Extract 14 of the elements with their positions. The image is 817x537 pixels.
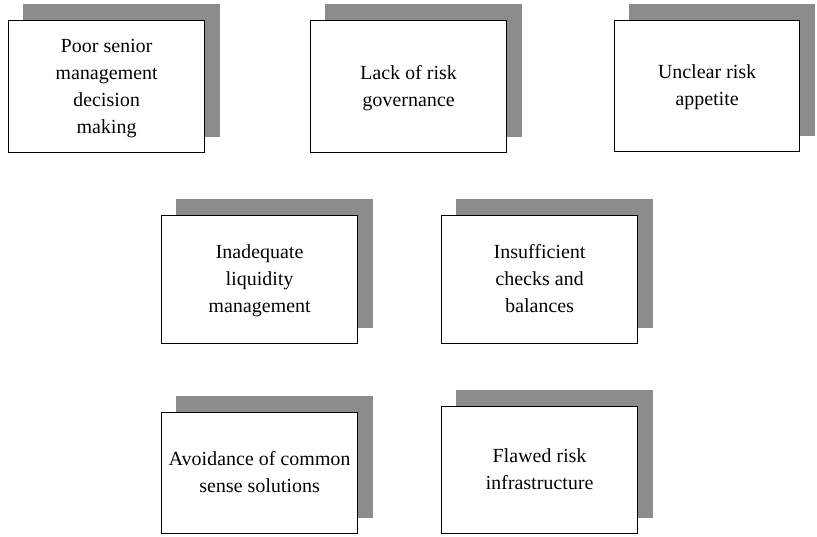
text-box [161,215,358,344]
box-text: Flawed risk infrastructure [484,444,594,496]
box-text: Insufficient checks and balances [492,240,586,319]
text-box [441,215,638,344]
text-box [161,412,358,534]
text-box [310,20,507,153]
box-text: Inadequate liquidity management [207,240,312,319]
text-box [8,20,205,153]
box-text: Unclear risk appetite [656,60,758,112]
text-box [614,20,800,152]
box-text: Avoidance of common sense solutions [168,447,352,499]
box-text: Poor senior management decision making [54,34,159,140]
box-text: Lack of risk governance [359,60,458,112]
text-box [441,406,638,534]
